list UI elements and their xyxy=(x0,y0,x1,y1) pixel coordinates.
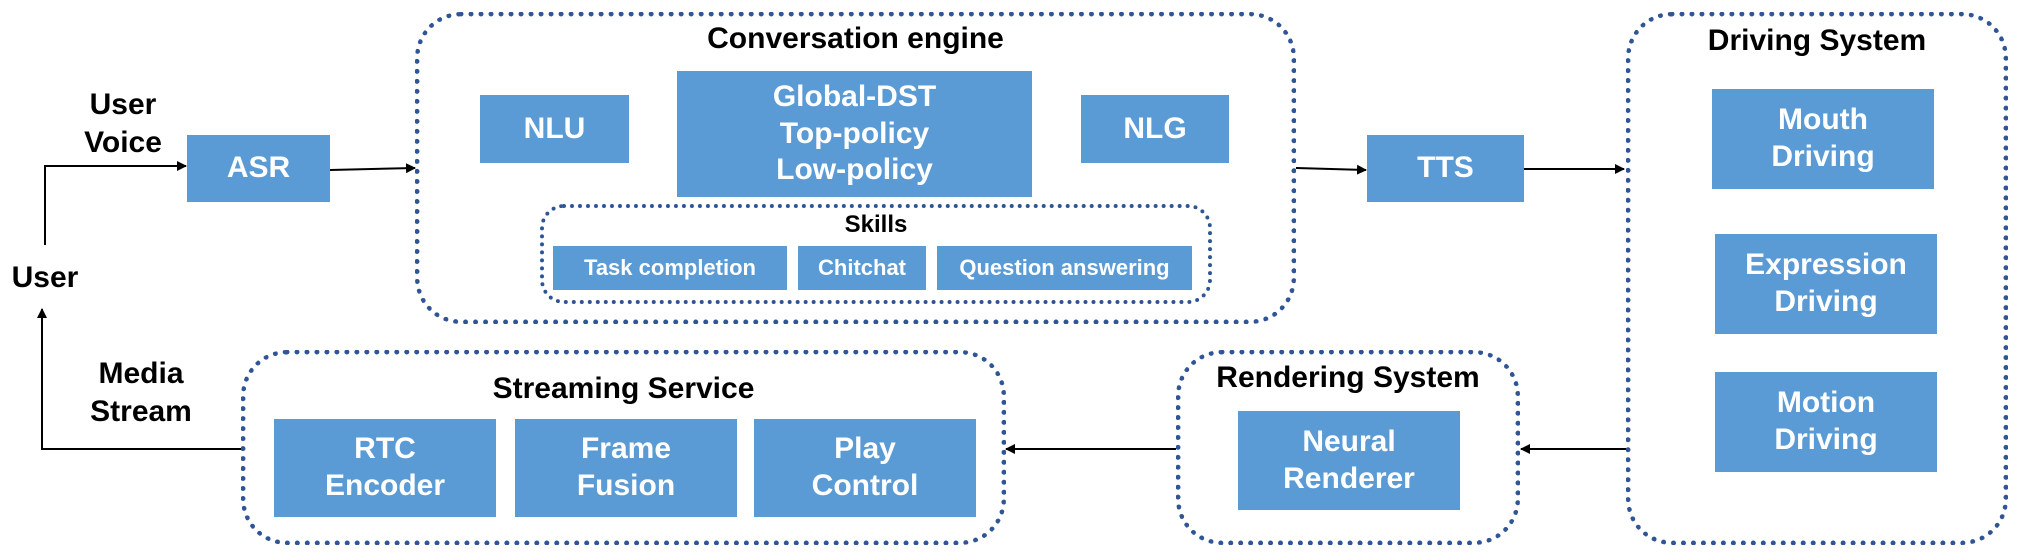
conversation-engine-group xyxy=(415,12,1296,324)
asr-box: ASR xyxy=(187,135,330,202)
mouth-driving-box: Mouth Driving xyxy=(1712,89,1934,189)
arrow-user-to-asr xyxy=(44,161,187,245)
nlg-box: NLG xyxy=(1081,95,1229,163)
neural-renderer-line-2: Renderer xyxy=(1283,461,1415,495)
expression-driving-box: Expression Driving xyxy=(1715,234,1937,334)
frame-fusion-line-1: Frame xyxy=(580,432,672,466)
motion-driving-box: Motion Driving xyxy=(1715,372,1937,472)
rtc-encoder-line-1: RTC xyxy=(354,432,416,466)
expression-driving-line-2: Driving xyxy=(1774,285,1878,318)
nlg-label: NLG xyxy=(1123,111,1187,145)
skill-question-answering: Question answering xyxy=(937,246,1192,290)
arrow-streaming-to-user xyxy=(37,308,241,450)
skill-task-completion-label: Task completion xyxy=(584,254,756,280)
motion-driving-line-1: Motion xyxy=(1776,386,1876,420)
conversation-engine-title: Conversation engine xyxy=(707,22,1004,55)
skills-group xyxy=(540,204,1212,304)
expression-driving-line-1: Expression xyxy=(1745,248,1907,282)
driving-system-title: Driving System xyxy=(1707,24,1927,57)
tts-label: TTS xyxy=(1417,151,1474,185)
frame-fusion-line-2: Fusion xyxy=(576,469,676,502)
rtc-encoder-box: RTC Encoder xyxy=(274,419,496,517)
motion-driving-line-2: Driving xyxy=(1774,423,1878,456)
skills-title: Skills xyxy=(844,211,908,238)
skill-question-answering-label: Question answering xyxy=(959,254,1170,280)
media-stream-label: Media Stream xyxy=(80,355,202,430)
nlu-box: NLU xyxy=(480,95,629,163)
streaming-service-title: Streaming Service xyxy=(492,372,755,405)
policy-line-1: Global-DST xyxy=(772,80,937,114)
rendering-system-group xyxy=(1176,350,1520,545)
skill-task-completion: Task completion xyxy=(553,246,787,290)
play-control-box: Play Control xyxy=(754,419,976,517)
neural-renderer-line-1: Neural xyxy=(1302,424,1396,458)
mouth-driving-line-1: Mouth xyxy=(1778,103,1868,137)
media-stream-line-2: Stream xyxy=(90,394,192,428)
policy-line-2: Top-policy xyxy=(779,116,930,150)
streaming-service-group xyxy=(241,350,1006,545)
skill-chitchat: Chitchat xyxy=(798,246,926,290)
rtc-encoder-line-2: Encoder xyxy=(324,469,446,502)
user-label: User xyxy=(11,261,79,294)
media-stream-line-1: Media xyxy=(98,357,184,390)
play-control-line-1: Play xyxy=(834,432,896,466)
play-control-line-2: Control xyxy=(811,469,919,502)
asr-label: ASR xyxy=(226,151,291,185)
skill-chitchat-label: Chitchat xyxy=(818,254,906,280)
arrow-asr-to-conversation xyxy=(329,163,416,174)
arrow-conversation-to-tts xyxy=(1295,164,1367,175)
user-voice-line-1: User xyxy=(89,88,157,121)
rendering-system-title: Rendering System xyxy=(1216,361,1480,394)
user-voice-label: User Voice xyxy=(70,86,176,161)
policy-line-3: Low-policy xyxy=(776,153,933,187)
tts-box: TTS xyxy=(1367,135,1524,202)
nlu-label: NLU xyxy=(523,111,586,145)
policy-box: Global-DST Top-policy Low-policy xyxy=(677,71,1032,197)
frame-fusion-box: Frame Fusion xyxy=(515,419,737,517)
neural-renderer-box: Neural Renderer xyxy=(1238,411,1460,510)
mouth-driving-line-2: Driving xyxy=(1771,140,1875,173)
user-voice-line-2: Voice xyxy=(84,125,162,159)
driving-system-group xyxy=(1626,12,2008,545)
